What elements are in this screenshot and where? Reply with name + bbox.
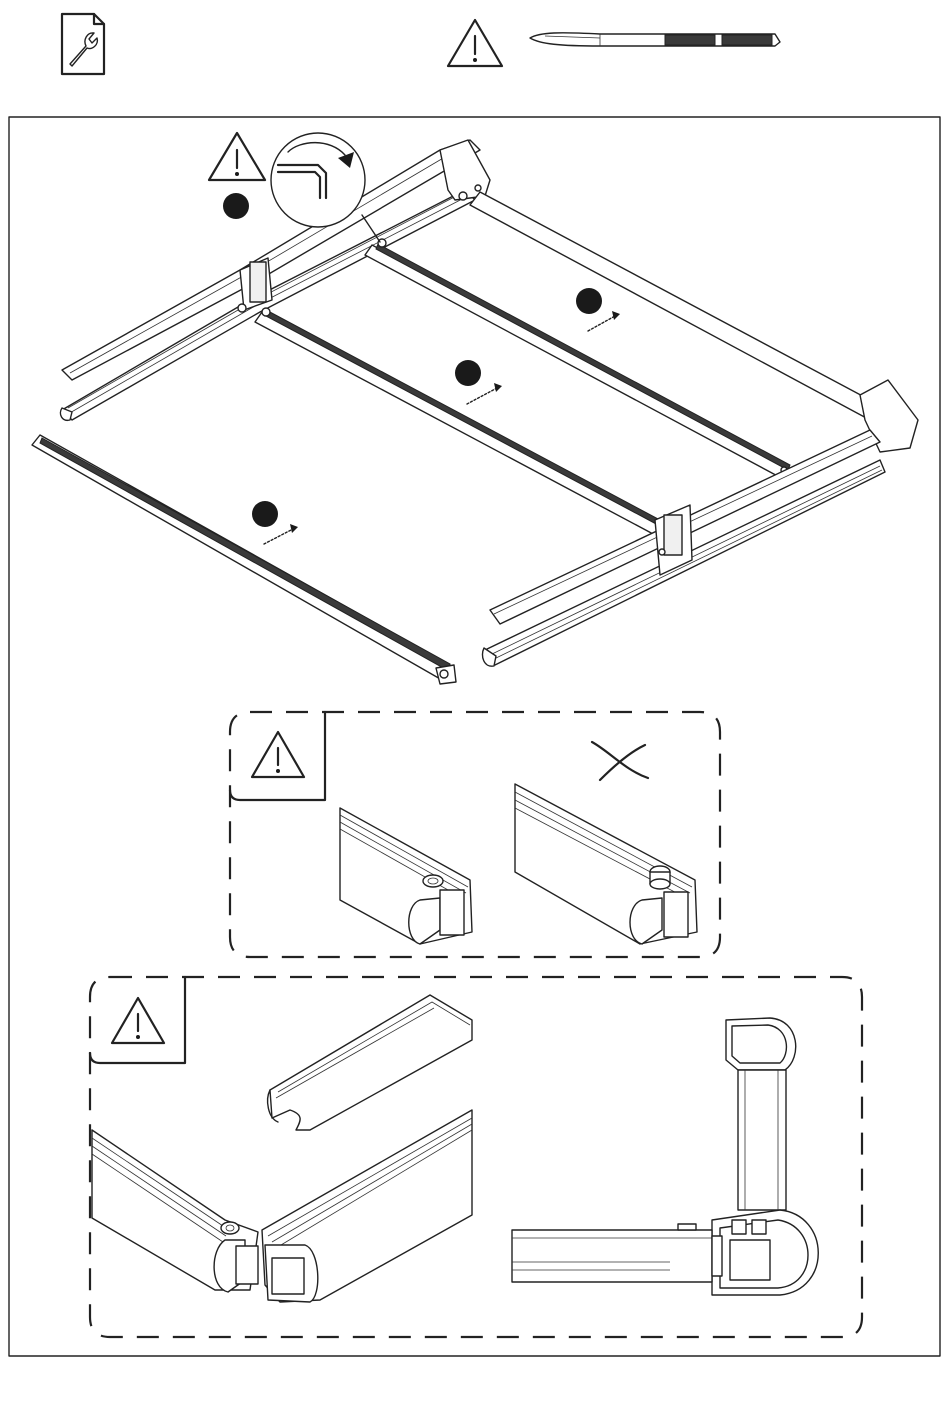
warning-triangle-icon: [112, 998, 164, 1043]
step-marker-3: [252, 501, 298, 544]
step-dot: [223, 193, 249, 219]
c-profile-rail: [268, 995, 472, 1130]
wrench-document-icon: [62, 14, 104, 74]
rail-cross-section: [512, 1018, 818, 1295]
hex-key-rotate-icon: [271, 133, 380, 242]
rail-pair-detail: [92, 1110, 472, 1302]
warning-triangle-icon: [209, 133, 265, 180]
rail-end-correct: [340, 808, 472, 944]
rail-end-wrong: [515, 784, 697, 944]
cross-wrong-icon: [592, 742, 648, 780]
step-marker-2: [455, 360, 502, 404]
warning-triangle-icon: [448, 20, 502, 66]
warning-triangle-icon: [252, 732, 304, 777]
step-marker-1: [576, 288, 620, 331]
roof-rail-profile-icon: [530, 33, 780, 46]
roof-rack-assembly: [32, 133, 918, 684]
